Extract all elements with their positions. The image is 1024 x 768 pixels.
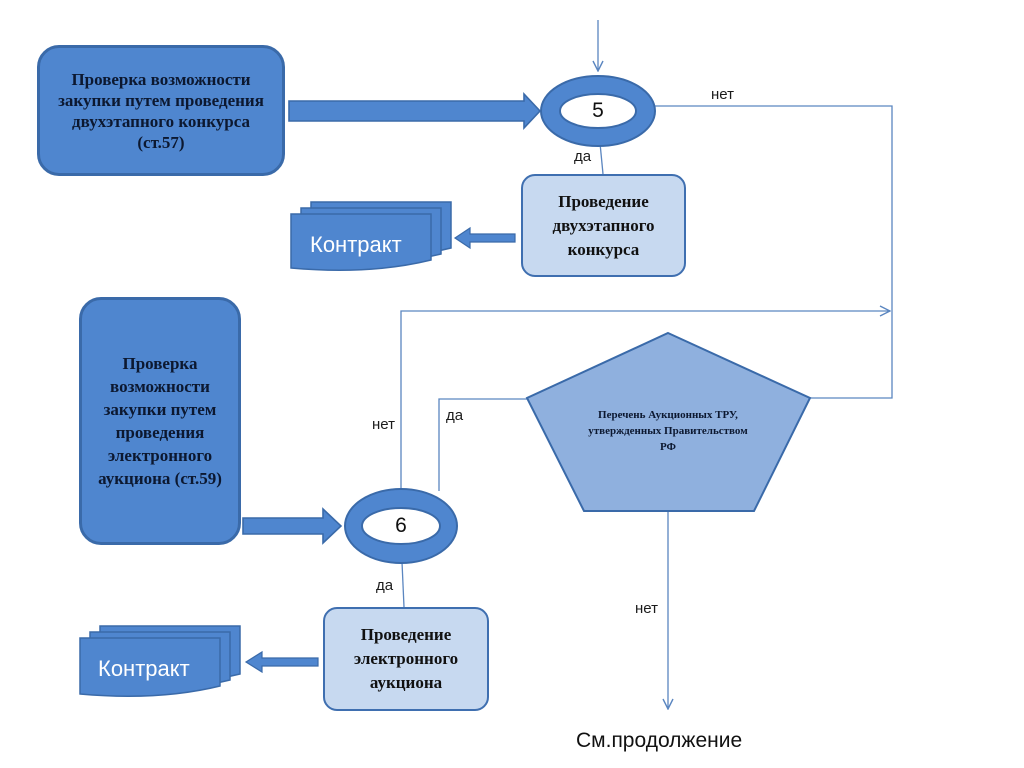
label-no-left: нет: [372, 416, 395, 433]
connector-5-yes: [599, 142, 604, 175]
auction-list-pentagon: [525, 331, 812, 512]
document-stack-bottom: [79, 625, 241, 697]
label-yes-pentagon: да: [446, 407, 464, 424]
decision-number-6: 6: [395, 514, 407, 537]
document-stack-top: [290, 201, 452, 271]
block-arrow-to-6: [242, 507, 343, 545]
check-auction-box: Проверка возможности закупки путем прове…: [79, 297, 241, 545]
continuation-text: См.продолжение: [576, 729, 743, 752]
contract-bottom-text: Контракт: [98, 656, 190, 681]
contract-top-text: Контракт: [310, 232, 402, 257]
decision-ring-5: [540, 75, 656, 147]
connector-pentagon-yes: [438, 398, 527, 491]
check-two-stage-box: Проверка возможности закупки путем прове…: [37, 45, 285, 176]
check-two-stage-text: Проверка возможности закупки путем прове…: [58, 69, 264, 152]
connector-6-no: [400, 311, 890, 488]
hold-two-stage-text: Проведение двухэтапного конкурса: [552, 191, 655, 259]
block-arrow-to-5: [288, 91, 542, 131]
connector-5-no: [655, 105, 893, 399]
arrow-to-contract-bottom: [244, 650, 319, 674]
auction-list-text: Перечень Аукционных ТРУ, утвержденных Пр…: [588, 409, 748, 453]
label-no-bottom: нет: [635, 600, 658, 617]
check-auction-text: Проверка возможности закупки путем прове…: [98, 354, 222, 488]
hold-auction-text: Проведение электронного аукциона: [353, 625, 459, 692]
decision-number-5: 5: [592, 99, 604, 122]
label-yes-5: да: [574, 148, 592, 165]
connector-6-yes: [401, 561, 405, 608]
hold-two-stage-box: Проведение двухэтапного конкурса: [521, 174, 686, 277]
arrow-to-contract-top: [453, 226, 516, 250]
label-no-top: нет: [711, 86, 734, 103]
hold-auction-box: Проведение электронного аукциона: [323, 607, 489, 711]
decision-ring-6: [344, 488, 458, 564]
label-yes-6: да: [376, 577, 394, 594]
